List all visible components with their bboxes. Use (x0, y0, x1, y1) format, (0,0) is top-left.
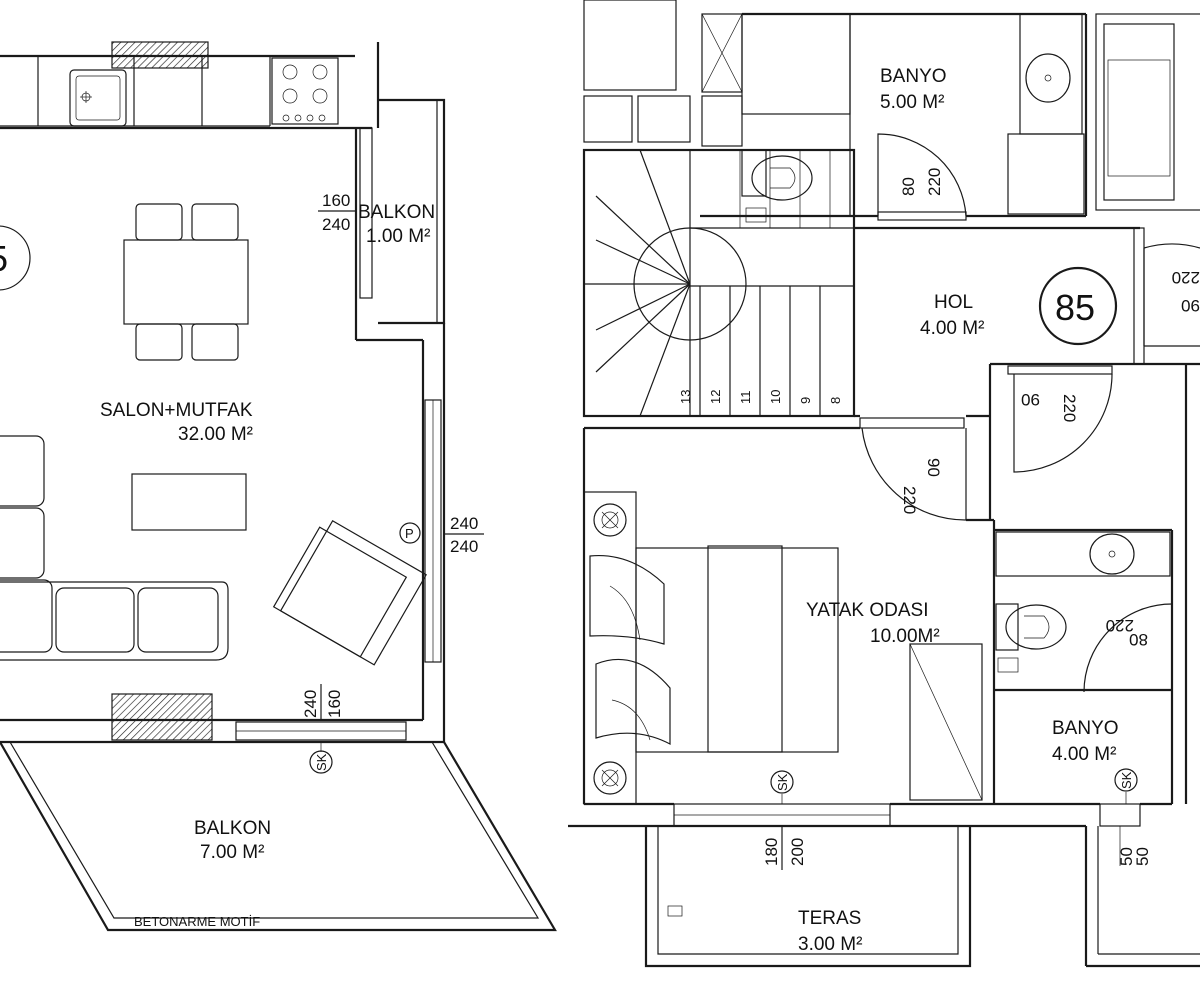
basin-icon-top (1025, 53, 1071, 103)
right-door-dim-w: 90 (1021, 390, 1040, 409)
banyo-bottom-door-dim-h: 220 (1106, 616, 1134, 635)
basin-icon-bottom (1089, 533, 1135, 575)
wardrobe-icon (909, 643, 983, 801)
balkon-small-name: BALKON (358, 202, 435, 223)
edge-window-dim-h: 50 (1133, 847, 1152, 866)
banyo-top-name: BANYO (880, 66, 947, 87)
hol-name: HOL (934, 292, 973, 313)
toilet-icon-top (741, 149, 813, 223)
hol-door-swing (861, 427, 967, 521)
unit-number-left: 5 (0, 238, 8, 279)
hol-door-dim-w: 90 (924, 458, 943, 477)
drain-icon (667, 905, 683, 917)
toilet-icon-bottom (995, 603, 1067, 673)
balkon-small-area: 1.00 M² (366, 226, 430, 247)
coffee-table-icon (131, 473, 247, 531)
banyo-bottom-door-dim-w: 80 (1129, 630, 1148, 649)
sk-marker-banyo (1114, 768, 1138, 792)
staircase-icon (582, 148, 856, 418)
step-8: 8 (828, 397, 843, 404)
bathtub-icon (1095, 13, 1200, 211)
step-11: 11 (738, 391, 753, 405)
hatched-column-top (111, 41, 209, 69)
yatak-area: 10.00M² (870, 626, 940, 647)
banyo-top-door-dim-w: 80 (899, 177, 918, 196)
salon-area: 32.00 M² (178, 424, 253, 445)
sk-marker-yatak (770, 770, 794, 794)
sk-label-banyo: SK (1119, 771, 1134, 789)
sink-icon-top (1019, 13, 1083, 135)
banyo-bottom-name: BANYO (1052, 718, 1119, 739)
unit-number-circle-left (0, 225, 31, 291)
balkon-small-dim-w: 160 (322, 191, 350, 210)
salon-name: SALON+MUTFAK (100, 400, 253, 421)
betonarme-label: BETONARME MOTİF (134, 914, 260, 929)
right-edge-door-dim-h: 220 (1172, 268, 1200, 287)
cooktop-icon (271, 57, 339, 125)
step-13: 13 (678, 390, 693, 404)
sk-marker-left (309, 750, 333, 774)
right-door-dim-h: 220 (1060, 394, 1079, 422)
step-10: 10 (768, 390, 783, 404)
dining-table-icon (123, 203, 249, 361)
salon-window-dim-w: 240 (450, 514, 478, 533)
kitchen-sink-icon (69, 69, 127, 127)
hatched-column-bottom (111, 693, 213, 741)
teras-door-dim-w: 180 (762, 838, 781, 866)
hol-area: 4.00 M² (920, 318, 984, 339)
sofa-icon (0, 435, 229, 661)
balkon-window (359, 127, 373, 299)
salon-window-dim-h: 240 (450, 537, 478, 556)
step-12: 12 (708, 390, 723, 404)
bed-icon (589, 545, 839, 753)
sk-label-yatak: SK (775, 773, 790, 791)
teras-name: TERAS (798, 908, 861, 929)
banyo-top-door-swing (877, 133, 967, 217)
banyo-bottom-door-swing (1083, 603, 1173, 693)
salon-bottom-dim-h: 240 (301, 690, 320, 718)
edge-window-dim-w: 50 (1117, 847, 1136, 866)
teras-area: 3.00 M² (798, 934, 862, 955)
p-marker-label: P (405, 526, 414, 541)
p-marker (399, 522, 421, 544)
salon-bottom-dim-w: 160 (325, 690, 344, 718)
unit-number-circle (1038, 266, 1118, 346)
banyo-bottom-area: 4.00 M² (1052, 744, 1116, 765)
armchair-icon (272, 519, 427, 666)
edge-window (1099, 803, 1141, 827)
sk-label-left: SK (314, 753, 329, 771)
right-unit: 80 220 13 12 11 1 (568, 0, 1200, 968)
yatak-name: YATAK ODASI (806, 600, 928, 621)
banyo-top-door-dim-h: 220 (925, 168, 944, 196)
right-edge-door-dim-w: 90 (1181, 296, 1200, 315)
hol-door-dim-h: 220 (900, 486, 919, 514)
unit-number: 85 (1055, 287, 1095, 328)
right-edge-door-swing (1143, 243, 1200, 249)
left-unit: 5 SALON+MUTFAK 32.00 M² BALKON 1.00 M² B… (0, 41, 557, 932)
bedside-lamp-top-icon (593, 503, 627, 537)
balkon-large-name: BALKON (194, 818, 271, 839)
bedside-lamp-bottom-icon (593, 761, 627, 795)
teras-door-dim-h: 200 (788, 838, 807, 866)
right-door-swing (1013, 373, 1113, 473)
balkon-small-dim-h: 240 (322, 215, 350, 234)
balkon-large-area: 7.00 M² (200, 842, 264, 863)
banyo-top-area: 5.00 M² (880, 92, 944, 113)
step-9: 9 (798, 397, 813, 404)
